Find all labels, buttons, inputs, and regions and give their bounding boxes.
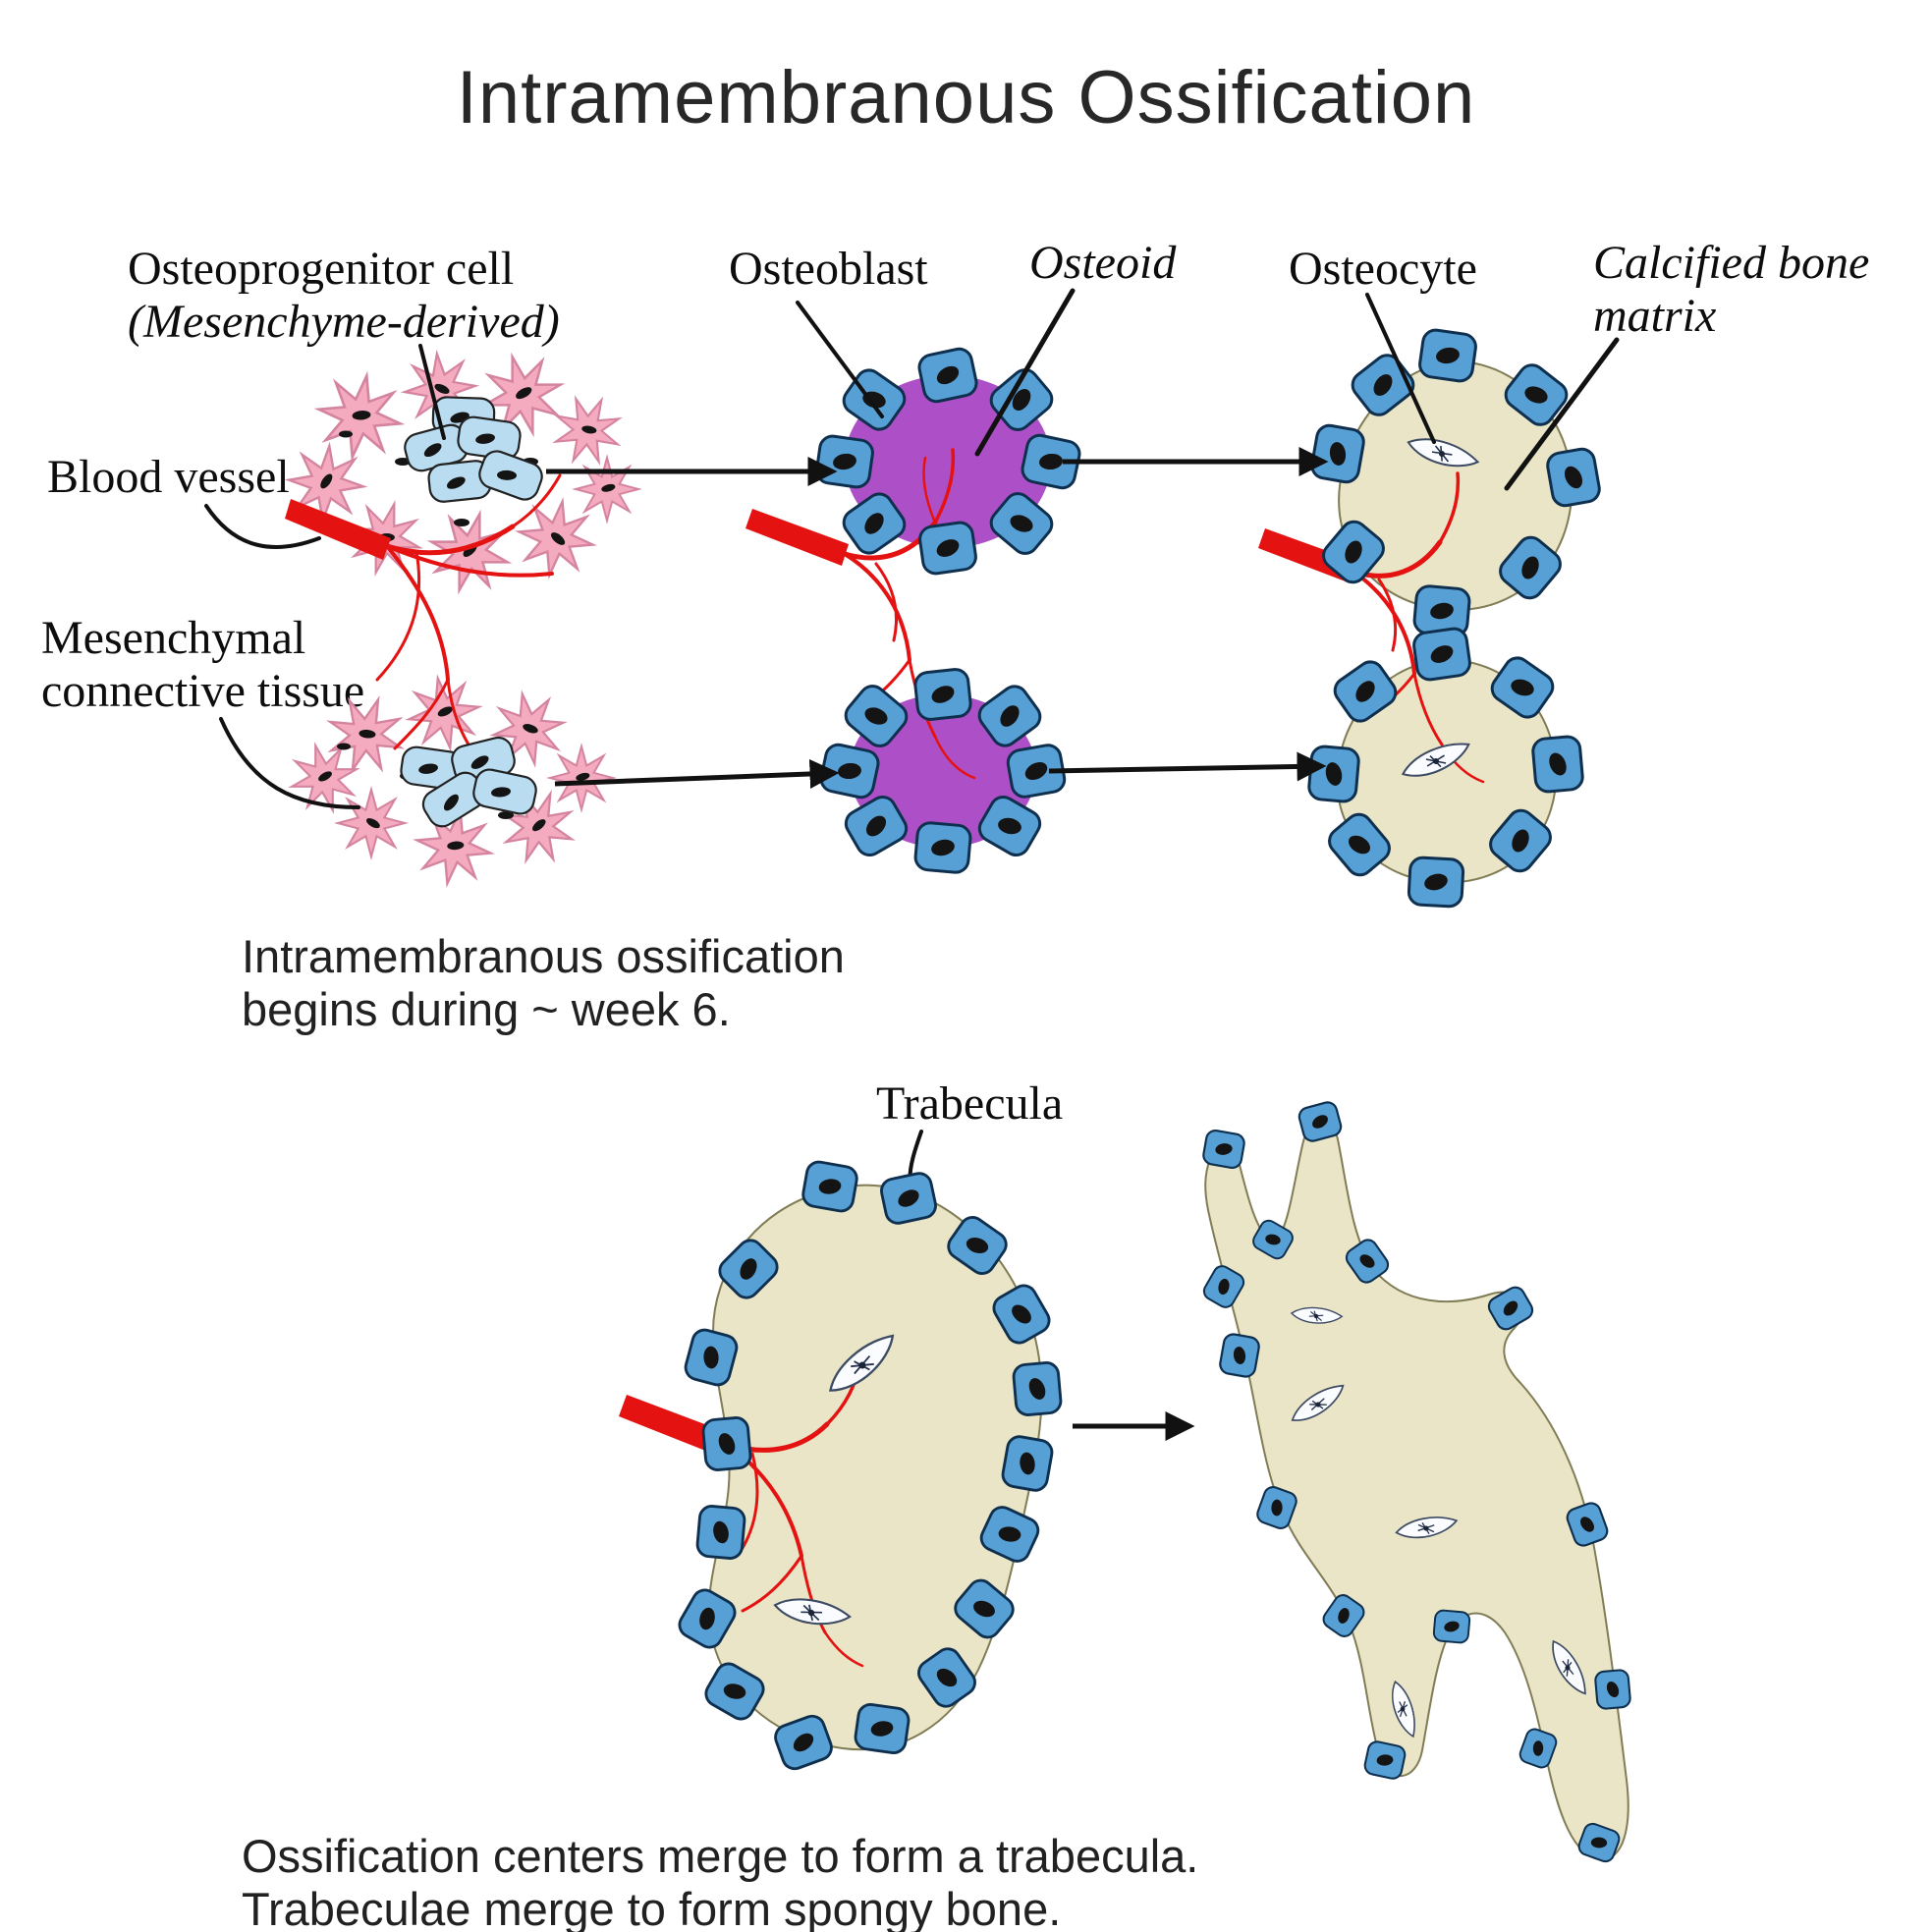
caption-week6-line1: Intramembranous ossification xyxy=(242,930,845,982)
label-osteoprogenitor-sub: (Mesenchyme-derived) xyxy=(128,296,560,348)
label-trabecula: Trabecula xyxy=(876,1077,1064,1130)
caption-week6-line2: begins during ~ week 6. xyxy=(242,983,731,1035)
label-osteocyte: Osteocyte xyxy=(1289,243,1477,295)
osteoprogenitor-pointer xyxy=(418,344,446,440)
pointer-lines xyxy=(204,288,1620,1218)
blood-vessel-pointer xyxy=(204,504,321,549)
label-mesenchymal-line2: connective tissue xyxy=(41,665,365,717)
caption-merge-line1: Ossification centers merge to form a tra… xyxy=(242,1830,1199,1882)
arrow-2-to-3-lower xyxy=(1048,751,1327,782)
arrow-1-to-2-lower xyxy=(554,758,840,789)
osteocyte-pointer xyxy=(1365,293,1436,444)
label-mesenchymal-line1: Mesenchymal xyxy=(41,612,306,664)
osteoblast-pointer xyxy=(796,301,884,418)
mesenchymal-pointer xyxy=(219,717,360,809)
label-blood-vessel: Blood vessel xyxy=(47,451,290,503)
label-osteoblast: Osteoblast xyxy=(729,243,928,295)
page-title: Intramembranous Ossification xyxy=(456,56,1476,139)
label-calcified-line2: matrix xyxy=(1593,290,1717,342)
mesenchyme-cluster-upper xyxy=(272,338,640,607)
label-osteoid: Osteoid xyxy=(1029,237,1177,289)
caption-merge-line2: Trabeculae merge to form spongy bone. xyxy=(242,1883,1062,1932)
osteoid-pointer xyxy=(974,288,1076,457)
label-osteoprogenitor: Osteoprogenitor cell xyxy=(128,243,515,295)
calcified-pointer xyxy=(1504,337,1620,491)
label-calcified-line1: Calcified bone xyxy=(1593,237,1870,289)
stage-arrows xyxy=(546,447,1329,789)
